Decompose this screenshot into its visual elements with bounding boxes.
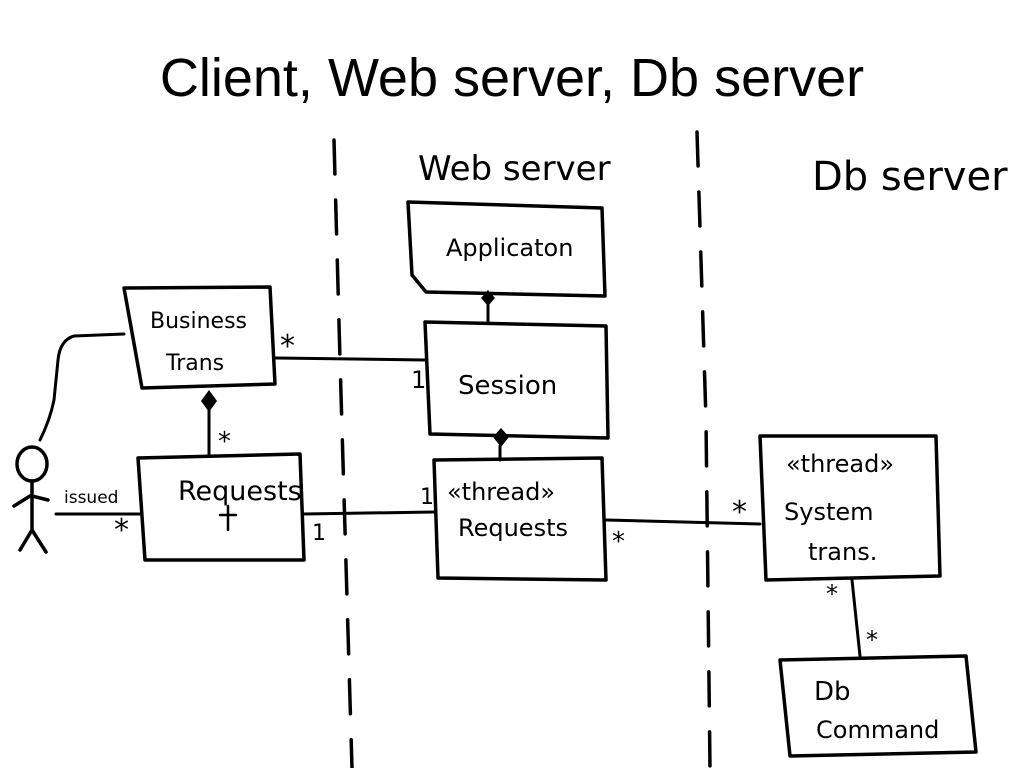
class-box-client-requests — [136, 452, 306, 562]
actor-user-icon — [12, 445, 50, 554]
assoc-actor-business — [38, 332, 126, 442]
class-box-db-command — [778, 654, 978, 758]
class-box-application — [406, 200, 607, 298]
class-box-system-trans — [758, 434, 942, 582]
composition-diamond-business — [201, 390, 217, 412]
class-label-command: Command — [816, 716, 939, 744]
mult-actor-requests: * — [114, 513, 129, 548]
class-label-trans-dot: trans. — [808, 538, 877, 566]
class-label-db: Db — [814, 677, 851, 707]
mult-sys-db-db: * — [866, 626, 878, 654]
mult-web-system-sys: * — [732, 495, 747, 530]
class-box-session — [423, 320, 610, 440]
composition-diamond-application — [481, 290, 495, 306]
composition-diamond-session — [493, 428, 509, 447]
mult-web-system-web: * — [612, 527, 625, 557]
mult-sys-db-sys: * — [826, 580, 838, 608]
class-label-client-requests: Requests — [178, 476, 302, 507]
class-label-session: Session — [458, 371, 557, 401]
class-box-web-requests — [432, 456, 608, 582]
class-stereotype-web-requests: «thread» — [447, 478, 555, 506]
class-box-business-trans — [122, 285, 277, 390]
mult-client-web-web: 1 — [420, 485, 434, 510]
tier-label-db-server: Db server — [812, 154, 1008, 200]
cursor-mark — [218, 504, 238, 532]
assoc-client-web-requests — [302, 510, 436, 516]
class-label-application: Applicaton — [446, 234, 573, 262]
class-label-trans: Trans — [165, 351, 224, 376]
slide-title: Client, Web server, Db server — [159, 48, 865, 108]
tier-label-web-server: Web server — [418, 149, 611, 189]
assoc-label-issued: issued — [64, 488, 118, 508]
assoc-business-session — [274, 356, 427, 362]
tier-separator-web-db — [695, 130, 712, 768]
class-stereotype-system-trans: «thread» — [786, 450, 894, 478]
mult-client-web-client: 1 — [312, 521, 326, 546]
mult-bt-session-bt: * — [280, 329, 295, 364]
tier-separator-client-web — [332, 138, 354, 768]
assoc-system-db — [850, 578, 862, 658]
class-label-business: Business — [150, 309, 247, 334]
assoc-web-system — [604, 518, 762, 526]
class-label-web-requests: Requests — [458, 514, 568, 542]
mult-bt-requests: * — [218, 427, 231, 457]
mult-bt-session-session: 1 — [411, 366, 426, 394]
class-label-system: System — [784, 498, 874, 526]
